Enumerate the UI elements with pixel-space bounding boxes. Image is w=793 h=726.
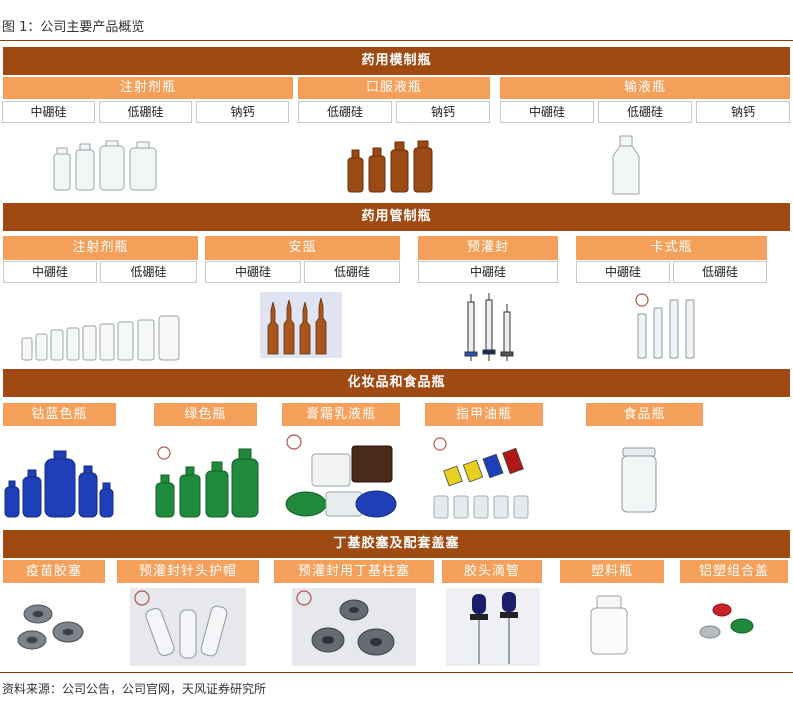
figure-title: 图 1：公司主要产品概览 [2,20,145,35]
photo-alu-plastic-caps [698,600,760,646]
category-green-bottle: 绿色瓶 [154,403,257,426]
photo-needle-shields [130,588,246,666]
category-butyl-plunger: 预灌封用丁基柱塞 [274,560,434,583]
section-band-rubber: 丁基胶塞及配套盖塞 [3,530,790,558]
subcat-molded-7: 低硼硅 [598,101,692,123]
source-note: 资料来源：公司公告，公司官网，天风证券研究所 [2,682,267,696]
category-rubber-dropper: 胶头滴管 [442,560,542,583]
photo-rubber-droppers [446,588,540,666]
photo-amber-oral-bottles [345,140,435,195]
photo-amber-ampoules [260,292,342,358]
photo-clear-injection-vials [50,140,160,195]
category-molded-oral: 口服液瓶 [298,77,490,99]
subcat-tubular-7: 低硼硅 [673,261,767,283]
category-needle-shield: 预灌封针头护帽 [117,560,259,583]
photo-nail-polish-bottles [430,436,542,522]
photo-tubular-vials [20,312,190,362]
photo-cobalt-bottles [3,445,115,520]
photo-cream-jars [282,432,400,522]
category-plastic-bottle: 塑料瓶 [560,560,664,583]
subcat-molded-6: 中硼硅 [500,101,594,123]
photo-infusion-bottle [608,134,644,198]
photo-butyl-plungers [292,588,416,666]
category-alu-plastic-cap: 铝塑组合盖 [680,560,788,583]
subcat-tubular-6: 中硼硅 [576,261,670,283]
subcat-tubular-4: 低硼硅 [304,261,400,283]
subcat-tubular-3: 中硼硅 [205,261,301,283]
category-molded-infusion: 输液瓶 [500,77,790,99]
category-tubular-prefilled: 预灌封 [418,236,558,260]
subcat-molded-4: 低硼硅 [298,101,392,123]
category-molded-injection: 注射剂瓶 [3,77,293,99]
category-vaccine-stopper: 疫苗胶塞 [3,560,105,583]
photo-vaccine-stoppers [14,598,88,658]
category-cobalt-bottle: 钴蓝色瓶 [3,403,116,426]
section-band-tubular: 药用管制瓶 [3,203,790,231]
photo-prefilled-syringes [460,292,520,362]
subcat-molded-5: 钠钙 [396,101,490,123]
top-rule [0,40,793,41]
photo-plastic-bottle [588,594,630,656]
subcat-molded-3: 钠钙 [196,101,289,123]
subcat-tubular-2: 低硼硅 [100,261,197,283]
subcat-tubular-5: 中硼硅 [418,261,558,283]
section-band-molded: 药用模制瓶 [3,47,790,75]
category-tubular-ampoule: 安瓿 [205,236,400,260]
subcat-molded-1: 中硼硅 [2,101,95,123]
category-tubular-cartridge: 卡式瓶 [576,236,767,260]
photo-green-bottles [152,445,262,520]
category-nail-polish: 指甲油瓶 [425,403,543,426]
subcat-tubular-1: 中硼硅 [3,261,97,283]
photo-food-jar [620,444,658,514]
section-band-cosmetic: 化妆品和食品瓶 [3,369,790,397]
bottom-rule [0,672,793,673]
category-cream-jar: 膏霜乳液瓶 [282,403,400,426]
category-tubular-injection: 注射剂瓶 [3,236,198,260]
subcat-molded-8: 钠钙 [696,101,790,123]
subcat-molded-2: 低硼硅 [99,101,192,123]
photo-cartridges [632,292,712,362]
category-food-bottle: 食品瓶 [586,403,703,426]
